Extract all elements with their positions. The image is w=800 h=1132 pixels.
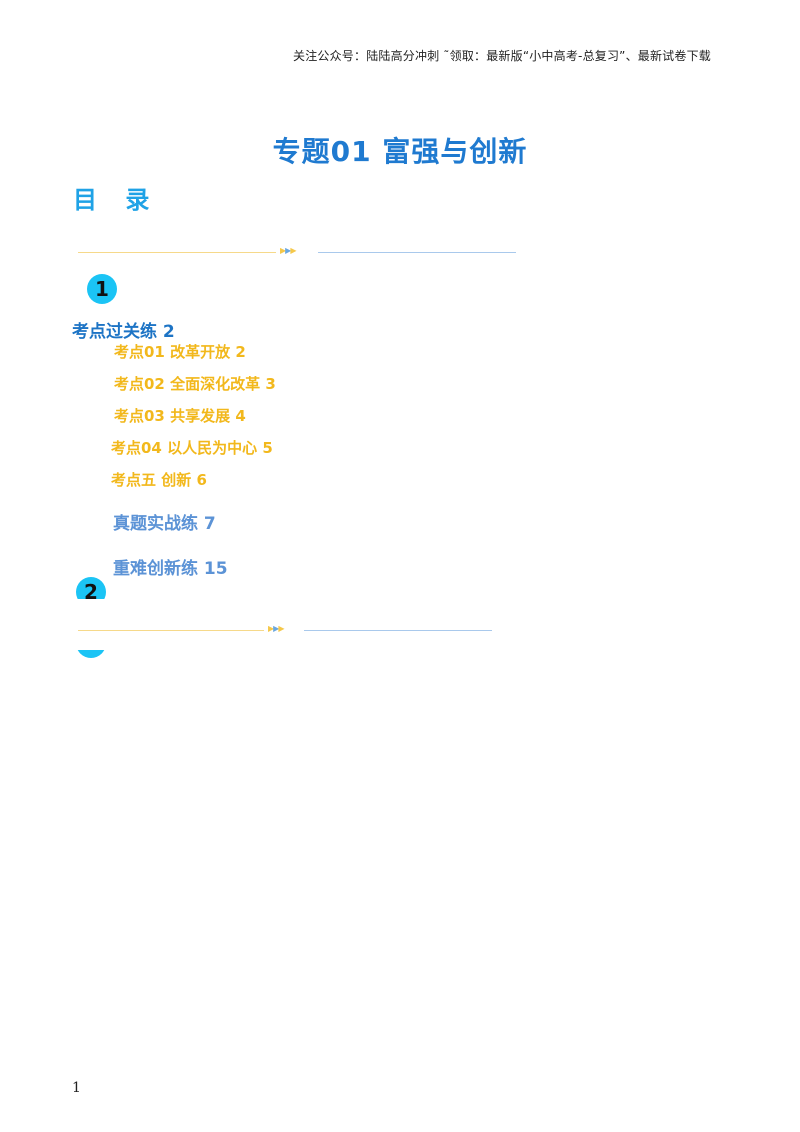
badge-clip-3 xyxy=(76,650,108,658)
number-badge-1: 1 xyxy=(87,274,117,304)
divider-left-2 xyxy=(78,630,264,631)
number-badge-3 xyxy=(76,650,106,658)
toc-heading: 目 录 xyxy=(73,186,160,214)
page-number: 1 xyxy=(72,1080,81,1096)
toc-section-kaodian[interactable]: 考点过关练 2 xyxy=(72,322,175,342)
document-title: 专题01 富强与创新 xyxy=(272,135,528,168)
divider-right-1 xyxy=(318,252,516,253)
toc-section-zhenti[interactable]: 真题实战练 7 xyxy=(113,514,216,534)
divider-arrows-1: ▶▶▶ xyxy=(280,246,297,255)
toc-item-kaodian-05[interactable]: 考点五 创新 6 xyxy=(111,471,207,489)
header-note: 关注公众号：陆陆高分冲刺 ˜领取：最新版“小中高考-总复习”、最新试卷下载 xyxy=(293,49,711,63)
toc-item-kaodian-04[interactable]: 考点04 以人民为中心 5 xyxy=(111,439,273,457)
toc-item-kaodian-02[interactable]: 考点02 全面深化改革 3 xyxy=(114,375,276,393)
badge-clip-2: 2 xyxy=(76,577,108,599)
divider-left-1 xyxy=(78,252,276,253)
divider-right-2 xyxy=(304,630,492,631)
divider-arrows-2: ▶▶▶ xyxy=(268,624,285,633)
toc-item-kaodian-01[interactable]: 考点01 改革开放 2 xyxy=(114,343,246,361)
number-badge-2: 2 xyxy=(76,577,106,599)
toc-section-zhongnan[interactable]: 重难创新练 15 xyxy=(113,559,228,579)
toc-item-kaodian-03[interactable]: 考点03 共享发展 4 xyxy=(114,407,246,425)
